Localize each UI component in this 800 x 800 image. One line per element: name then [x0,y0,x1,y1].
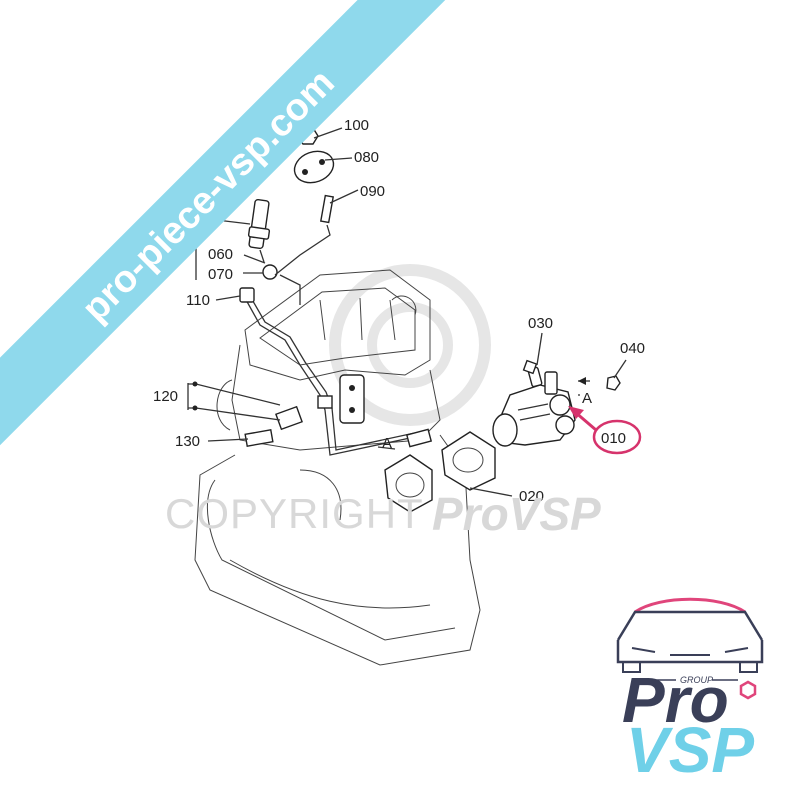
copyright-brand: ProVSP [432,488,601,540]
banner-text: pro-piece-vsp.com [74,61,343,330]
label-070: 070 [208,266,233,283]
label-ref-a-pump: A [582,390,592,407]
label-010: 010 [601,430,626,447]
part-labels: 100 080 090 050 060 070 110 120 130 030 … [145,117,645,505]
leader-lines [187,127,627,497]
copyright-text: COPYRIGHT [165,490,424,537]
label-110: 110 [186,292,210,309]
engine-block [194,269,481,666]
logo-group-text: GROUP [680,675,713,685]
label-060: 060 [208,246,233,263]
logo-pro-text: Pro [622,664,729,736]
injection-pipe [239,287,433,456]
label-080: 080 [354,149,379,166]
copyright-watermark: COPYRIGHT ProVSP [165,488,601,540]
label-020: 020 [519,488,544,505]
injector-nozzle [247,198,278,280]
pump-gasket [384,431,496,513]
highlight-010 [568,406,642,455]
circle-watermark [329,264,491,426]
label-130: 130 [175,433,200,450]
logo-vsp-text: VSP [626,714,754,786]
label-ref-a-pipe: A [382,435,392,452]
label-030: 030 [528,315,553,332]
label-120: 120 [153,388,178,405]
label-090: 090 [360,183,385,200]
injection-pump [492,359,621,447]
label-040: 040 [620,340,645,357]
label-100: 100 [344,117,369,134]
site-banner: pro-piece-vsp.com [0,0,449,449]
provsp-logo: GROUP Pro VSP [616,597,764,786]
car-outline-icon [616,597,764,673]
